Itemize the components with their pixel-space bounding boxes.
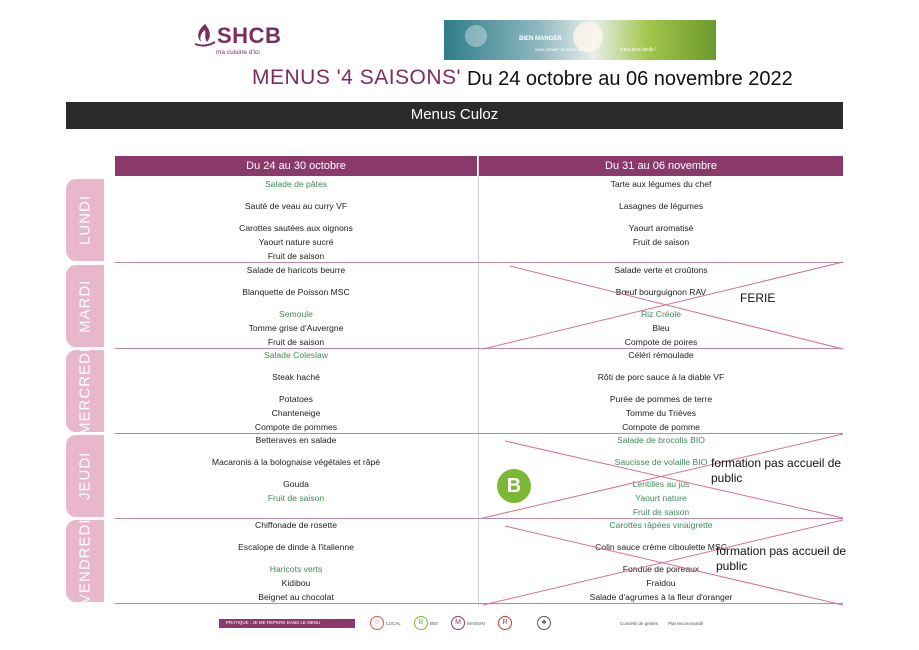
- footer-right-label-2: Plat recommandé: [668, 621, 704, 626]
- menu-item: Yaourt nature: [635, 493, 687, 503]
- menu-item: Compote de poires: [624, 337, 698, 347]
- day-label: VENDREDI: [76, 518, 94, 604]
- day-tab: [66, 179, 104, 261]
- menu-item: Bleu: [652, 323, 670, 333]
- menu-item: Tomme du Trièves: [625, 408, 697, 418]
- cross-line: [482, 261, 844, 350]
- day-separator: [115, 518, 843, 519]
- menu-item: Compote de pomme: [622, 422, 700, 432]
- menu-item: Salade de brocolis BIO: [617, 435, 705, 445]
- day-separator: [115, 348, 843, 349]
- leaf-flame-icon: [194, 24, 216, 47]
- footer-legend-icon: ○: [370, 616, 384, 630]
- menu-item: Salade Coleslaw: [263, 350, 328, 360]
- menu-item: Yaourt aromatisé: [628, 223, 694, 233]
- column-header-week2: Du 31 au 06 novembre: [479, 156, 843, 176]
- banner-decoration: [465, 25, 487, 47]
- menu-item: Fraidou: [646, 578, 676, 588]
- day-label: MERCREDI: [76, 346, 94, 435]
- menu-item: Chanteneige: [271, 408, 321, 418]
- column-divider: [478, 156, 479, 606]
- menu-item: Carottes sautées aux oignons: [239, 223, 353, 233]
- day-tab: [66, 350, 104, 432]
- menu-item: Salade de haricots beurre: [246, 265, 346, 275]
- banner-child-photo: [573, 22, 603, 52]
- menu-item: Fruit de saison: [267, 337, 325, 347]
- day-label: LUNDI: [76, 195, 94, 246]
- menu-item: Fruit de saison: [632, 237, 690, 247]
- footer-legend-icon: M: [451, 616, 465, 630]
- menu-item: Rôti de porc sauce à la diable VF: [597, 372, 725, 382]
- menu-item: Purée de pommes de terre: [609, 394, 713, 404]
- annotation-jeudi: formation pas accueil de public: [711, 456, 842, 485]
- menu-item: Salade de pâtes: [264, 179, 328, 189]
- footer-bar-text: PRATIQUE : JE ME REPERE DANS LE MENU: [226, 620, 321, 625]
- day-tab: [66, 265, 104, 347]
- day-separator: [115, 603, 843, 604]
- menu-item: Bœuf bourguignon RAV: [615, 287, 707, 297]
- menu-item: Kidibou: [281, 578, 311, 588]
- bio-badge-icon: B: [497, 469, 531, 503]
- menu-item: Yaourt nature sucré: [258, 237, 334, 247]
- footer-legend-icon: R: [498, 616, 512, 630]
- menu-item: Compote de pommes: [254, 422, 338, 432]
- footer-legend-label: LOCAL: [386, 621, 401, 626]
- menu-item: Tomme grise d'Auvergne: [248, 323, 344, 333]
- menu-item: Tarte aux légumes du chef: [610, 179, 712, 189]
- annotation-vendredi: formation pas accueil de public: [716, 544, 847, 573]
- menu-item: Carottes râpées vinaigrette: [609, 520, 713, 530]
- day-label: JEUDI: [76, 451, 94, 501]
- day-tab: [66, 435, 104, 517]
- menu-item: Betteraves en salade: [255, 435, 337, 445]
- column-header-week1: Du 24 au 30 octobre: [115, 156, 477, 176]
- banner-text-1: BIEN MANGER: [519, 36, 562, 42]
- menu-item: Semoule: [279, 309, 313, 319]
- footer-bar: [219, 619, 355, 628]
- logo-text: SHCB: [217, 23, 282, 48]
- menu-item: Steak haché: [272, 372, 320, 382]
- day-separator: [115, 262, 843, 263]
- menu-item: Gouda: [283, 479, 309, 489]
- menu-item: Potatoes: [279, 394, 313, 404]
- footer-legend-icon: B: [414, 616, 428, 630]
- menu-item: Salade d'agrumes à la fleur d'oranger: [589, 592, 733, 602]
- site-bar: [66, 102, 843, 129]
- site-title: Menus Culoz: [410, 106, 499, 123]
- day-separator: [115, 433, 843, 434]
- day-tab: [66, 520, 104, 602]
- menu-item: Fruit de saison: [267, 251, 325, 261]
- menu-item: Riz Créole: [640, 309, 682, 319]
- menu-item: Salade verte et croûtons: [614, 265, 708, 275]
- footer-legend-label: BIO: [430, 621, 438, 626]
- footer-right-label-1: Conseils de gestes: [620, 621, 659, 626]
- menu-item: Fruit de saison: [267, 493, 325, 503]
- date-range: Du 24 octobre au 06 novembre 2022: [467, 68, 793, 90]
- day-label: MARDI: [76, 279, 94, 333]
- menu-item: Escalope de dinde à l'italienne: [238, 542, 354, 552]
- menu-item: Haricots verts: [269, 564, 323, 574]
- menu-item: Macaronis à la bolognaise végétales et r…: [211, 457, 381, 467]
- menu-item: Blanquette de Poisson MSC: [242, 287, 350, 297]
- footer-legend-label: MAISON: [467, 621, 485, 626]
- menus-title: MENUS '4 SAISONS': [252, 66, 462, 89]
- footer-legend-icon: ♣: [537, 616, 551, 630]
- logo-subtitle: ma cuisine d'ici: [216, 49, 260, 56]
- menu-item: Beignet au chocolat: [258, 592, 334, 602]
- menu-item: Lasagnes de légumes: [618, 201, 704, 211]
- menu-item: Céléri rémoulade: [628, 350, 694, 360]
- menu-item: Sauté de veau au curry VF: [244, 201, 348, 211]
- menu-item: Fruit de saison: [632, 507, 690, 517]
- menu-item: Chiffonade de rosette: [254, 520, 338, 530]
- banner-text-2: avec plaisir et sans excès: [535, 48, 590, 53]
- banner-text-3: c'est plus facile !: [620, 47, 657, 53]
- annotation-ferie: FERIE: [740, 291, 776, 305]
